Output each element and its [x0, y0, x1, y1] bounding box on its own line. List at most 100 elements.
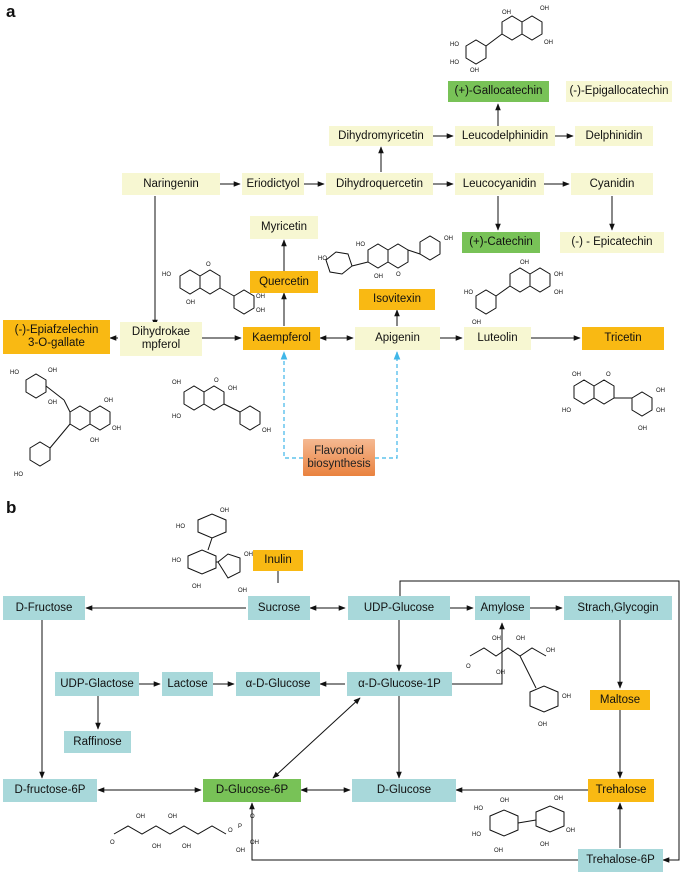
node-tricetin: Tricetin — [582, 327, 664, 350]
node-cyanidin: Cyanidin — [571, 173, 653, 195]
node-d-fructose-6p: D-fructose-6P — [3, 779, 97, 802]
arrow-flavonoid-apigenin — [375, 351, 401, 459]
node-dihydromyricetin: Dihydromyricetin — [329, 126, 433, 146]
svg-text:OH: OH — [244, 552, 253, 558]
svg-text:OH: OH — [566, 828, 575, 834]
svg-text:HO: HO — [562, 408, 571, 414]
svg-text:OH: OH — [48, 368, 57, 374]
node-trehalose-6p: Trehalose-6P — [578, 849, 663, 872]
svg-text:OH: OH — [374, 274, 383, 280]
node-delphinidin: Delphinidin — [575, 126, 653, 146]
flavonoid-line-2: biosynthesis — [307, 457, 371, 470]
svg-text:O: O — [110, 840, 115, 846]
node-maltose: Maltose — [590, 690, 650, 710]
svg-text:OH: OH — [152, 844, 161, 850]
svg-text:OH: OH — [502, 10, 511, 16]
svg-text:OH: OH — [520, 260, 529, 266]
dihydrokaempferol-line-2: mpferol — [141, 339, 181, 351]
svg-text:OH: OH — [492, 636, 501, 642]
svg-text:OH: OH — [168, 814, 177, 820]
svg-text:OH: OH — [562, 694, 571, 700]
svg-text:OH: OH — [540, 842, 549, 848]
svg-text:HO: HO — [172, 558, 181, 564]
svg-text:OH: OH — [540, 6, 549, 12]
svg-text:OH: OH — [192, 584, 201, 590]
svg-text:HO: HO — [464, 290, 473, 296]
arrow-trehalose6p-dglucose6p — [249, 802, 578, 861]
node-quercetin: Quercetin — [250, 271, 318, 293]
svg-text:OH: OH — [182, 844, 191, 850]
svg-text:OH: OH — [496, 670, 505, 676]
svg-text:OH: OH — [656, 408, 665, 414]
node-epigallocatechin: (-)-Epigallocatechin — [566, 81, 672, 102]
svg-text:OH: OH — [544, 40, 553, 46]
node-dihydrokaempferol: Dihydrokae mpferol — [120, 322, 202, 356]
svg-text:OH: OH — [638, 426, 647, 432]
node-luteolin: Luteolin — [464, 327, 531, 350]
svg-text:HO: HO — [472, 832, 481, 838]
svg-text:HO: HO — [474, 806, 483, 812]
svg-text:O: O — [214, 378, 219, 384]
node-udp-galactose: UDP-Glactose — [55, 672, 139, 696]
node-leucocyanidin: Leucocyanidin — [455, 173, 544, 195]
svg-text:O: O — [206, 262, 211, 268]
arrow-adglucose1p-amylose — [452, 622, 505, 685]
svg-text:OH: OH — [516, 636, 525, 642]
svg-text:OH: OH — [186, 300, 195, 306]
maltose-structure-icon: O OH OH OH OH OH OH — [466, 636, 571, 728]
svg-text:OH: OH — [48, 400, 57, 406]
svg-text:OH: OH — [572, 372, 581, 378]
svg-text:OH: OH — [546, 648, 555, 654]
svg-text:OH: OH — [444, 236, 453, 242]
node-apigenin: Apigenin — [355, 327, 440, 350]
node-dihydroquercetin: Dihydroquercetin — [326, 173, 433, 195]
node-naringenin: Naringenin — [122, 173, 220, 195]
svg-text:OH: OH — [494, 848, 503, 854]
svg-text:OH: OH — [538, 722, 547, 728]
epiafzelechin-line-1: (-)-Epiafzelechin — [14, 324, 99, 336]
node-sucrose: Sucrose — [248, 596, 310, 620]
node-amylose: Amylose — [475, 596, 530, 620]
svg-text:O: O — [606, 372, 611, 378]
svg-text:OH: OH — [220, 508, 229, 514]
svg-text:HO: HO — [450, 42, 459, 48]
node-inulin: Inulin — [253, 550, 303, 571]
node-starch-glycogen: Strach,Glycogin — [564, 596, 672, 620]
svg-text:P: P — [238, 824, 242, 830]
svg-text:O: O — [250, 814, 255, 820]
node-kaempferol: Kaempferol — [243, 327, 320, 350]
node-flavonoid-biosynthesis: Flavonoid biosynthesis — [303, 439, 375, 476]
svg-text:HO: HO — [356, 242, 365, 248]
node-epicatechin: (-) - Epicatechin — [560, 232, 664, 253]
svg-text:OH: OH — [172, 380, 181, 386]
node-alpha-d-glucose-1p: α-D-Glucose-1P — [347, 672, 452, 696]
svg-text:OH: OH — [554, 290, 563, 296]
svg-text:OH: OH — [104, 398, 113, 404]
node-leucodelphinidin: Leucodelphinidin — [455, 126, 555, 146]
svg-text:OH: OH — [472, 320, 481, 326]
svg-text:O: O — [466, 664, 471, 670]
node-udp-glucose: UDP-Glucose — [348, 596, 450, 620]
svg-text:OH: OH — [228, 386, 237, 392]
svg-text:HO: HO — [162, 272, 171, 278]
node-isovitexin: Isovitexin — [359, 289, 435, 310]
svg-text:OH: OH — [90, 438, 99, 444]
node-lactose: Lactose — [162, 672, 213, 696]
svg-text:OH: OH — [236, 848, 245, 854]
svg-text:OH: OH — [656, 388, 665, 394]
svg-text:OH: OH — [500, 798, 509, 804]
svg-text:HO: HO — [14, 472, 23, 478]
svg-text:OH: OH — [470, 68, 479, 74]
dihydrokaempferol-line-1: Dihydrokae — [131, 326, 191, 338]
panel-label-b: b — [6, 498, 17, 517]
tricetin-structure-icon: OH O HO OH OH OH — [562, 372, 665, 432]
svg-text:HO: HO — [176, 524, 185, 530]
